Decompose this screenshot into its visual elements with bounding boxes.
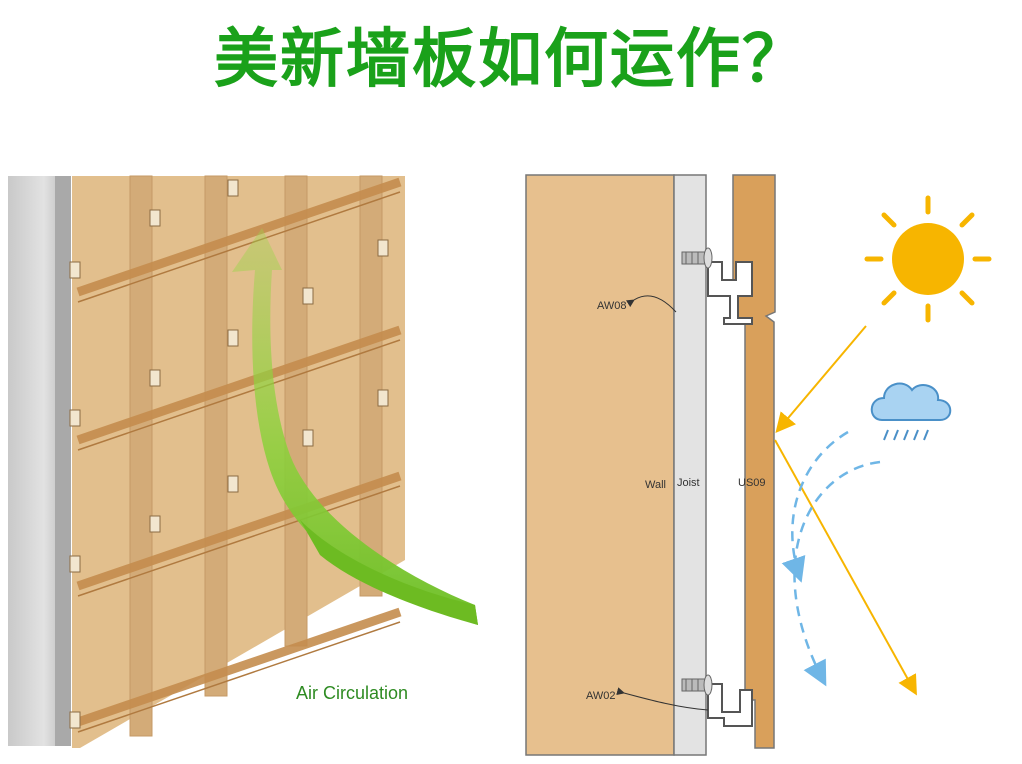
label-joist: Joist [677, 477, 700, 489]
board-section [732, 174, 776, 749]
air-circulation-label: Air Circulation [296, 683, 408, 703]
right-section-illustration: AW08 AW02 Wall Joist US09 [525, 174, 992, 756]
label-aw08: AW08 [597, 300, 627, 312]
rain-paths [781, 430, 881, 687]
screw-icon [681, 674, 713, 696]
sun-icon [864, 195, 992, 323]
wood-cladding [72, 176, 405, 748]
clip-aw02 [707, 683, 753, 727]
page-title: 美新墙板如何运作？ [214, 23, 808, 97]
label-us09: US09 [738, 477, 766, 489]
wall-section [525, 174, 675, 756]
label-wall: Wall [645, 479, 666, 491]
left-panel-illustration: Air Circulation [8, 175, 478, 748]
label-aw02: AW02 [586, 690, 616, 702]
sunlight-rays [774, 325, 917, 696]
screw-icon [681, 247, 713, 269]
air-circulation-arrow [232, 228, 478, 625]
joist-section [673, 174, 707, 756]
rain-cloud-icon [870, 382, 952, 441]
clip-aw08 [707, 261, 753, 325]
